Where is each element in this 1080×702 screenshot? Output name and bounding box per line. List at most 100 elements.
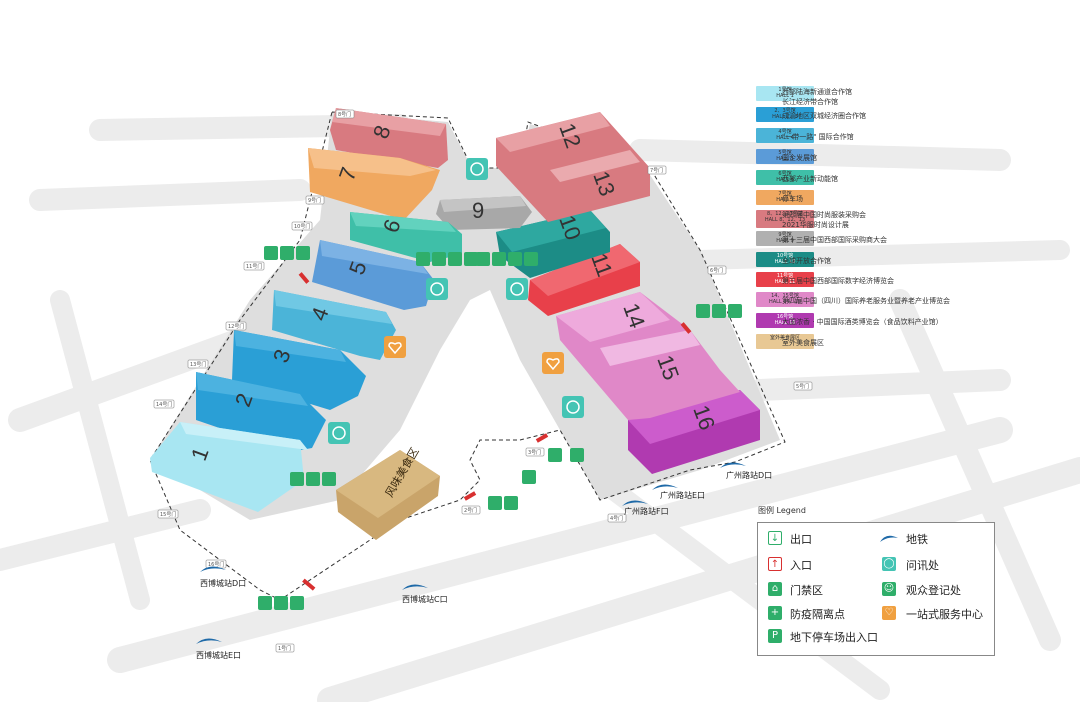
- food-court[interactable]: [336, 450, 440, 540]
- metro-icon: [200, 566, 226, 572]
- legend-swatch-hall14: 14、15号馆 HALL 14、15: [756, 292, 814, 307]
- legend-swatch-hall6: 6号馆 HALL 6: [756, 170, 814, 185]
- parking-icon: P: [768, 629, 782, 643]
- station-xibocheng-d: 西博城站D口: [200, 578, 246, 588]
- gate-area-icon: ⌂: [768, 582, 782, 596]
- gate-5-label: 5号门: [796, 383, 809, 390]
- service-center-icon[interactable]: [384, 336, 406, 358]
- gate-6-label: 6号门: [710, 267, 723, 274]
- hall-6[interactable]: [350, 212, 462, 262]
- hall-16[interactable]: [628, 390, 760, 474]
- quarantine-icon: +: [768, 606, 782, 620]
- legend-text-hall11: 第三届中国西部国际数字经济博览会: [782, 277, 894, 285]
- legend-swatch-hall16: 16号馆 HALL 16: [756, 313, 814, 328]
- info-icon[interactable]: [426, 278, 448, 300]
- gate-12-label: 12号门: [228, 323, 244, 330]
- gate-3-label: 3号门: [528, 449, 541, 456]
- metro-icon: [720, 462, 746, 468]
- gate-1-label: 1号门: [278, 645, 291, 652]
- station-guangzhou-e: 广州路站E口: [660, 490, 705, 500]
- legend-text-hall2: 成渝地区双城经济圈合作馆: [782, 112, 866, 120]
- legend-visitor-reg: 观众登记处: [906, 584, 961, 597]
- legend-title: 图例 Legend: [758, 506, 806, 515]
- legend-parking: 地下停车场出入口: [790, 631, 878, 644]
- hall-8[interactable]: [330, 108, 448, 168]
- gate-cluster-icon: [290, 472, 336, 486]
- gate-cluster-icon: [696, 304, 742, 318]
- legend-swatch-hall4: 4号馆 HALL 4: [756, 128, 814, 143]
- legend-gate-area: 门禁区: [790, 584, 823, 597]
- legend-swatch-hall1: 1号馆 HALL 1: [756, 86, 814, 101]
- entrance-icon: ↑: [768, 557, 782, 571]
- legend-metro: 地铁: [906, 533, 928, 546]
- legend-swatch-hall2: 2、3号馆 HALL 2、3: [756, 107, 814, 122]
- legend-swatch-hall11: 11号馆 HALL 11: [756, 272, 814, 287]
- gate-cluster-icon: [476, 252, 538, 266]
- hall-4[interactable]: [272, 290, 396, 360]
- legend-swatch-hall5: 5号馆 HALL 5: [756, 149, 814, 164]
- legend-service: 一站式服务中心: [906, 608, 983, 621]
- hall-14-15[interactable]: [556, 292, 740, 420]
- legend-entrance: 入口: [790, 559, 812, 572]
- hall-1[interactable]: [150, 422, 308, 512]
- gate-13-label: 13号门: [190, 361, 206, 368]
- gate-cluster-icon: [264, 246, 310, 260]
- station-guangzhou-d: 广州路站D口: [726, 470, 772, 480]
- info-icon[interactable]: [506, 278, 528, 300]
- gate-15-label: 15号门: [160, 511, 176, 518]
- gate-2-label: 2号门: [464, 507, 477, 514]
- legend-text-hall9: 第十三届中国西部国际采购商大会: [782, 236, 887, 244]
- gate-9-label: 9号门: [308, 197, 321, 204]
- service-center-icon: ♡: [882, 606, 896, 620]
- legend-text-hall4: "一带一路" 国际合作馆: [782, 133, 854, 141]
- hall-12-13[interactable]: [496, 112, 650, 222]
- gate-11-label: 11号门: [246, 263, 262, 270]
- legend-swatch-hall7: 7号馆 HALL 7: [756, 190, 814, 205]
- entrance-marker: [535, 433, 549, 443]
- station-guangzhou-f: 广州路站F口: [624, 506, 669, 516]
- hall-11[interactable]: [528, 244, 640, 316]
- hall-2[interactable]: [196, 372, 326, 452]
- legend-swatch-hall9: 9号馆 HALL 9: [756, 231, 814, 246]
- hall-9[interactable]: [436, 196, 532, 230]
- gate-14-label: 14号门: [156, 401, 172, 408]
- metro-stations: 广州路站D口 广州路站E口 广州路站F口 西博城站C口 西博城站D口 西博城站E…: [196, 462, 772, 660]
- gate-4-label: 4号门: [610, 515, 623, 522]
- info-icon: ◯: [882, 557, 896, 571]
- hall-5[interactable]: [312, 240, 434, 310]
- gate-16-label: 16号门: [208, 561, 224, 568]
- metro-icon: [652, 484, 678, 490]
- legend-text-hall14: 第四届中国（四川）国际养老服务业暨养老产业博览会: [782, 297, 950, 305]
- info-icon[interactable]: [466, 158, 488, 180]
- gate-labels: 1号门 2号门 3号门 4号门 5号门 6号门 7号门 8号门 9号门 10号门…: [153, 109, 813, 653]
- gate-cluster-icon: [416, 252, 478, 266]
- metro-icon: [402, 584, 428, 590]
- station-xibocheng-c: 西博城站C口: [402, 594, 448, 604]
- gate-cluster-icon: [548, 448, 584, 462]
- facility-icons: [258, 158, 742, 610]
- quarantine-icon: [522, 470, 536, 484]
- info-icon[interactable]: [328, 422, 350, 444]
- legend-text-hall1: 西部陆海新通道合作馆 长江经济带合作馆: [782, 88, 852, 106]
- entrance-marker: [302, 578, 316, 591]
- service-center-icon[interactable]: [542, 352, 564, 374]
- hall-7[interactable]: [308, 148, 440, 220]
- gate-cluster-icon: [258, 596, 304, 610]
- gate-cluster-icon: [488, 496, 518, 510]
- exit-icon: ↓: [768, 531, 782, 545]
- legend-quarantine: 防疫隔离点: [790, 608, 845, 621]
- legend-text-hall6: 西部产业新动能馆: [782, 175, 838, 183]
- legend-swatch-hall10: 10号馆 HALL 10: [756, 252, 814, 267]
- icon-legend-box: [757, 522, 995, 656]
- legend-text-hall5: 国企发展馆: [782, 154, 817, 162]
- info-icon[interactable]: [562, 396, 584, 418]
- visitor-registration-icon: ☺: [882, 582, 896, 596]
- legend-text-hall8: 第四届中国时尚服装采购会 2021华服时尚设计展: [782, 211, 866, 229]
- gate-7-label: 7号门: [650, 167, 663, 174]
- legend-text-hall7: 停车场: [782, 195, 803, 203]
- road-network: [0, 114, 1080, 702]
- entrance-marker: [680, 322, 692, 334]
- station-xibocheng-e: 西博城站E口: [196, 650, 241, 660]
- entrance-marker: [463, 491, 477, 501]
